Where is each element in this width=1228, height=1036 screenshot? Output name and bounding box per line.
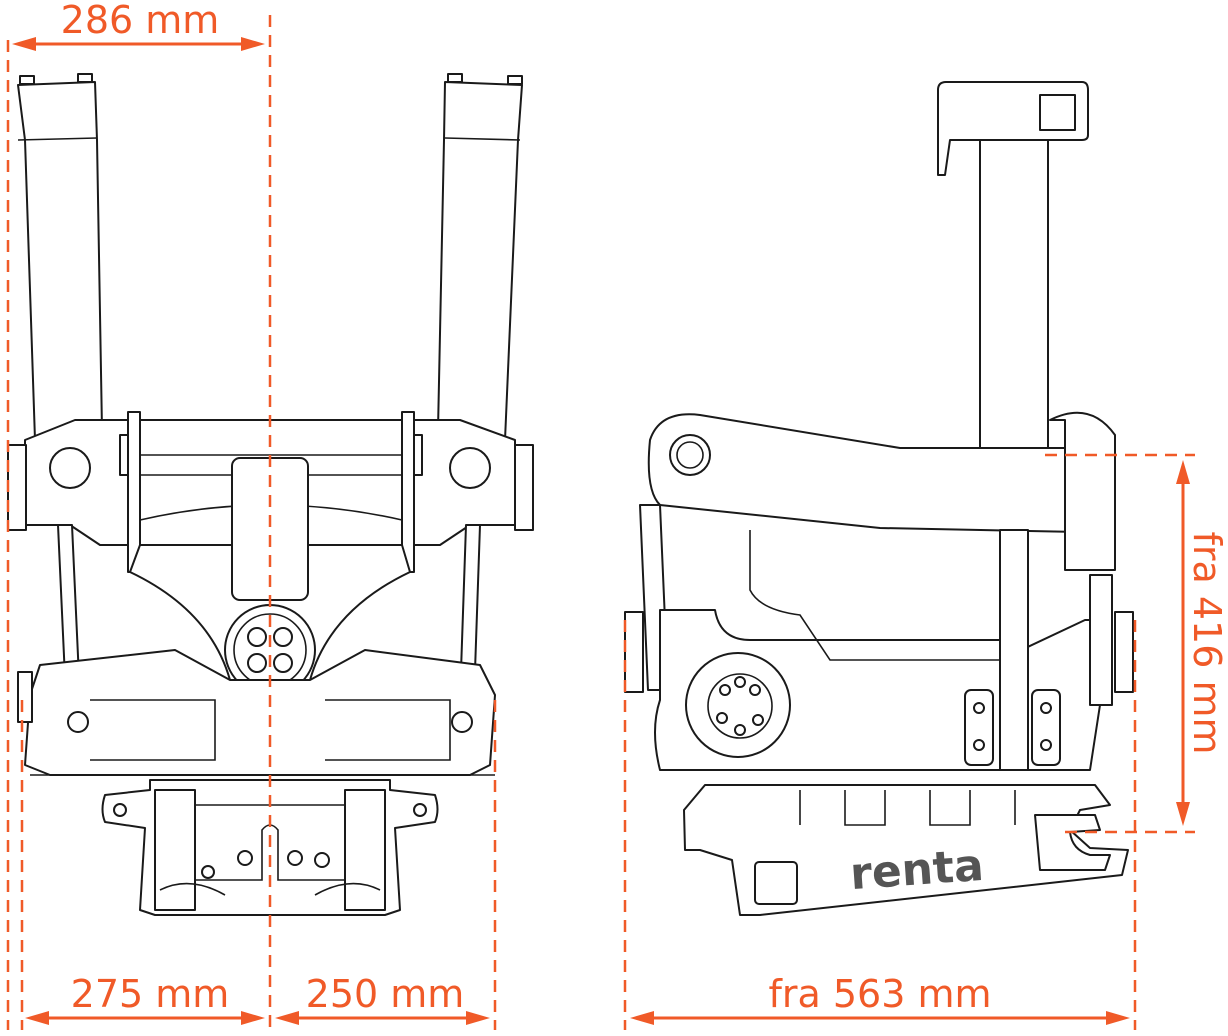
coupler-hook-curves [159, 882, 381, 896]
front-view [7, 73, 534, 916]
base-side-block [17, 671, 33, 723]
dim-side-height: fra 416 mm [1185, 531, 1228, 754]
spacer [119, 434, 129, 476]
arrowhead [241, 37, 265, 51]
base-pin [67, 711, 89, 733]
rotator-body-detail-line [749, 530, 1000, 661]
hydraulic-port [247, 653, 267, 673]
motor-inner-ring [707, 673, 773, 739]
coupler-slots [799, 790, 1016, 826]
side-end-cap [624, 611, 644, 693]
motor-bolt [716, 712, 728, 724]
hydraulic-port [273, 653, 293, 673]
arm-bolt [507, 75, 523, 85]
dimension-lines: 286 mm 275 mm 250 mm fra 563 mm fra 416 … [6, 0, 1228, 1030]
boom-pin [669, 434, 711, 476]
coupler-bolt [314, 852, 330, 868]
dim-top-width: 286 mm [61, 0, 220, 42]
coupler-bolt [201, 865, 215, 879]
arm-bolt [19, 75, 35, 85]
coupler-side-block [154, 789, 196, 911]
dim-bottom-right: 250 mm [306, 972, 465, 1016]
dim-bottom-left: 275 mm [71, 972, 230, 1016]
arrowhead [275, 1011, 299, 1025]
base-pin [451, 711, 473, 733]
rear-bracket [1049, 411, 1116, 571]
crossbar-end-cap [514, 444, 534, 531]
mounting-plate [1031, 689, 1061, 766]
right-arm-seam [444, 137, 521, 141]
arrowhead [1176, 802, 1190, 826]
arm-bolt [77, 73, 93, 83]
arrowhead [12, 37, 36, 51]
hydraulic-port [247, 627, 267, 647]
right-arm [437, 81, 523, 441]
motor-bolt [734, 724, 746, 736]
plate-bolt [973, 739, 985, 751]
pin-hole [449, 447, 491, 489]
hydraulic-port [273, 627, 293, 647]
motor-bolt [749, 684, 761, 696]
crossbar-end-cap [7, 444, 27, 531]
motor-bolt [752, 714, 764, 726]
pin-hole [49, 447, 91, 489]
arrowhead [241, 1011, 265, 1025]
plate-bolt [1040, 702, 1052, 714]
arrowhead [25, 1011, 49, 1025]
base-frame-detail-lines [30, 699, 495, 776]
arrowhead [466, 1011, 490, 1025]
arm-bolt [447, 73, 463, 83]
coupler-bolt [287, 850, 303, 866]
arrowhead [630, 1011, 654, 1025]
coupler-hook [1034, 814, 1111, 871]
left-arm-seam [17, 137, 98, 141]
rear-post [999, 529, 1029, 771]
mounting-plate [964, 689, 994, 766]
arrowhead [1106, 1011, 1130, 1025]
boom-pin-inner [676, 441, 704, 469]
arrowhead [1176, 460, 1190, 484]
spacer [413, 434, 423, 476]
renta-logo: renta [848, 840, 985, 900]
plate-bolt [1040, 739, 1052, 751]
side-end-cap [1114, 611, 1134, 693]
coupler-bolt [237, 850, 253, 866]
top-bracket-fitting [1039, 94, 1076, 131]
rear-plate [1089, 574, 1113, 706]
coupler-side-block [344, 789, 386, 911]
left-arm [17, 81, 103, 441]
dim-side-length: fra 563 mm [768, 972, 991, 1016]
coupler-lug-hole [413, 803, 427, 817]
coupler-lug-hole [113, 803, 127, 817]
coupler-window [754, 861, 798, 905]
motor-bolt [719, 684, 731, 696]
rotator-motor [685, 652, 791, 758]
plate-bolt [973, 702, 985, 714]
side-view: renta [624, 81, 1134, 916]
vertical-post [979, 139, 1049, 451]
motor-bolt [734, 676, 746, 688]
